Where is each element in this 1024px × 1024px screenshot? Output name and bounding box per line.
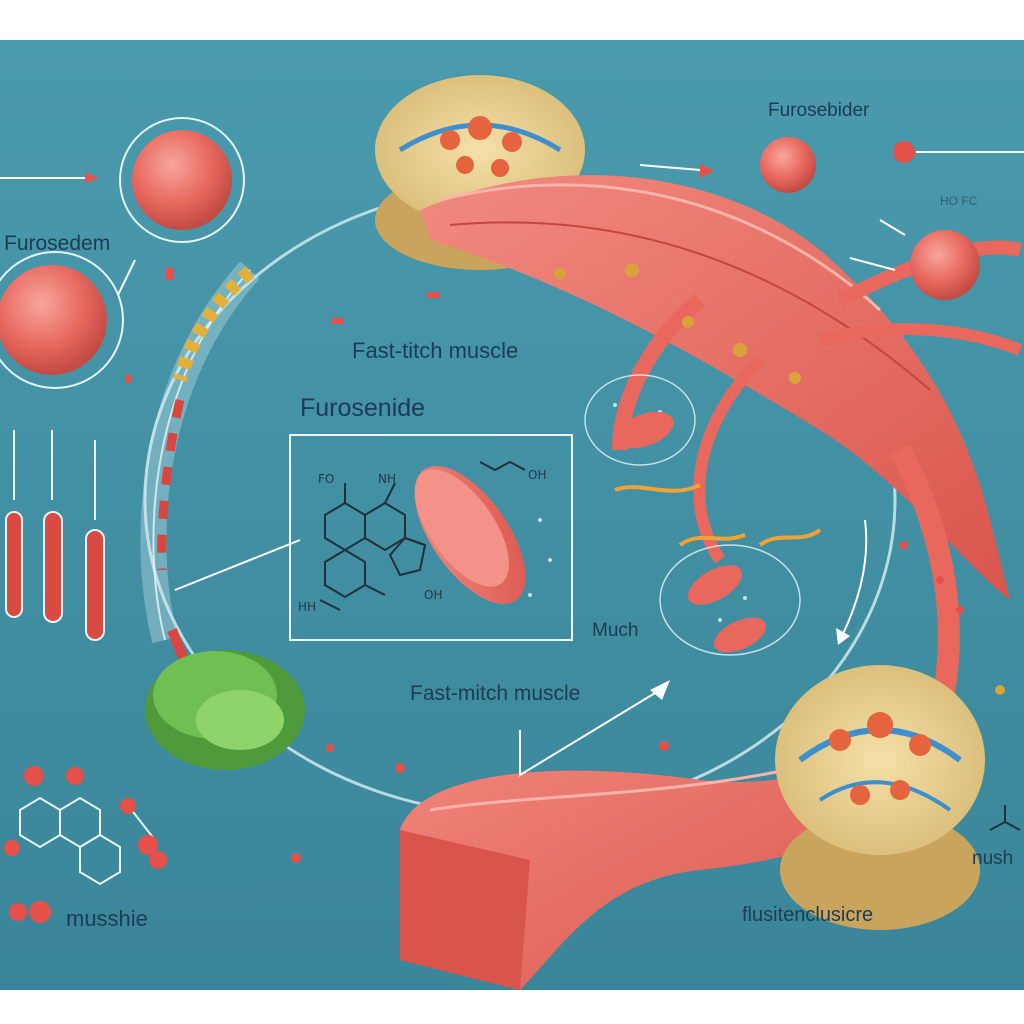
arrows bbox=[0, 151, 1024, 777]
label-fast-mitch-muscle: Fast-mitch muscle bbox=[410, 682, 581, 705]
molecule-bottom-left bbox=[19, 796, 156, 886]
cell-sphere-top-right bbox=[760, 137, 816, 193]
muscle-cross-section-bottom bbox=[775, 665, 985, 930]
molecule-bottom-right bbox=[989, 805, 1021, 831]
test-tubes bbox=[5, 430, 105, 641]
particles bbox=[125, 263, 1005, 863]
label-nush: nush bbox=[972, 848, 1014, 869]
label-flusitenclusicre: flusitenclusicre bbox=[742, 904, 874, 926]
label-ho-fc: HO FC bbox=[940, 194, 978, 208]
chem-label-fo: FO bbox=[318, 472, 335, 486]
label-furosenide: Furosenide bbox=[300, 394, 426, 422]
fluid-bubbles bbox=[528, 374, 801, 656]
chem-label-hh: HH bbox=[298, 600, 317, 614]
cell-sphere-top-left bbox=[119, 117, 245, 243]
plant-cluster bbox=[145, 650, 305, 770]
label-musshie: musshie bbox=[66, 906, 148, 931]
chem-label-nh: NH bbox=[378, 472, 396, 486]
chem-label-oh-right: OH bbox=[424, 588, 443, 602]
label-furosebider: Furosebider bbox=[768, 100, 870, 121]
label-furosedem: Furosedem bbox=[4, 232, 111, 255]
small-particle bbox=[893, 141, 915, 163]
label-fast-titch-muscle: Fast-titch muscle bbox=[352, 338, 519, 363]
signal-squiggles bbox=[614, 483, 822, 547]
label-much: Much bbox=[592, 620, 639, 641]
muscle-fragments bbox=[616, 411, 767, 653]
molecule-panel bbox=[289, 434, 573, 641]
chem-label-oh-top: OH bbox=[528, 468, 547, 482]
cell-sphere-left bbox=[0, 251, 124, 389]
cell-sphere-right bbox=[910, 230, 980, 300]
atoms bbox=[4, 766, 167, 923]
